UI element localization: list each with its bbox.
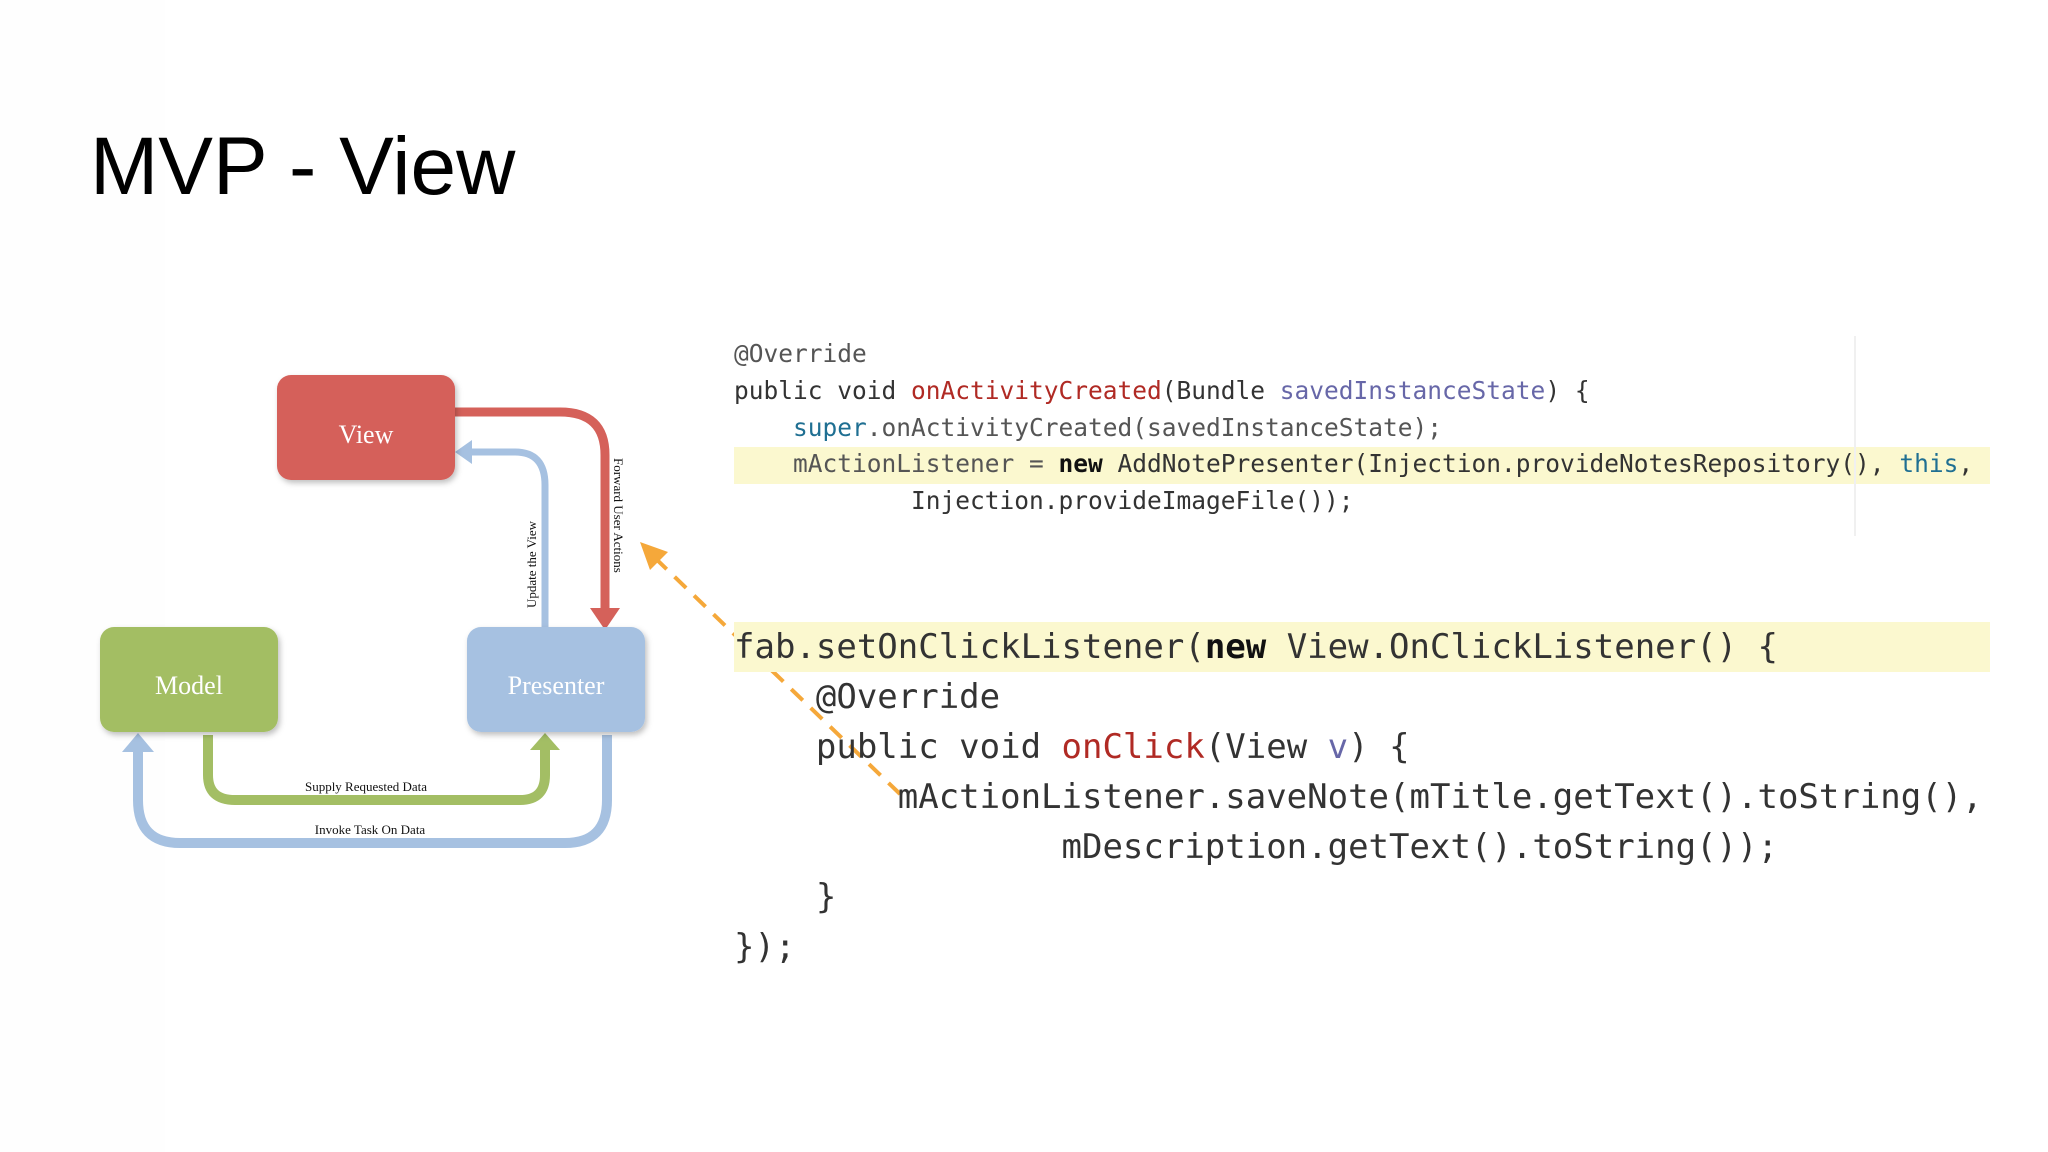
code-gutter-line bbox=[1854, 336, 1856, 536]
code-line: } bbox=[734, 877, 837, 917]
annotation-arrowhead bbox=[640, 542, 668, 570]
code-line: mDescription.getText().toString()); bbox=[734, 827, 1778, 867]
code-line: Injection.provideImageFile()); bbox=[734, 486, 1354, 516]
annotation-dashed-arrow bbox=[652, 555, 902, 796]
presenter-node bbox=[467, 627, 645, 732]
view-node-label: View bbox=[339, 420, 394, 449]
update-view-label: Update the View bbox=[524, 520, 539, 608]
code-line: mActionListener.saveNote(mTitle.getText(… bbox=[734, 777, 1983, 817]
code-highlight-1 bbox=[734, 447, 1990, 484]
supply-data-arrowhead bbox=[530, 733, 560, 750]
background-band bbox=[0, 0, 165, 1152]
code-line: mActionListener = new AddNotePresenter(I… bbox=[793, 449, 1974, 479]
code-line: }); bbox=[734, 927, 796, 967]
code-line: super.onActivityCreated(savedInstanceSta… bbox=[793, 412, 1443, 442]
code-line: @Override bbox=[734, 339, 867, 368]
supply-data-arrow bbox=[203, 735, 550, 805]
invoke-task-arrowhead bbox=[122, 733, 154, 752]
code-highlight-2 bbox=[734, 622, 1990, 672]
model-node bbox=[100, 627, 278, 732]
code-line: fab.setOnClickListener(new View.OnClickL… bbox=[734, 627, 1778, 667]
code-snippet-onclick: fab.setOnClickListener(new View.OnClickL… bbox=[734, 622, 1983, 972]
invoke-task-arrow bbox=[133, 735, 612, 848]
update-view-arrow bbox=[470, 448, 549, 630]
supply-data-label: Supply Requested Data bbox=[305, 779, 427, 794]
slide-title: MVP - View bbox=[90, 121, 516, 212]
presenter-node-label: Presenter bbox=[508, 671, 605, 700]
view-node bbox=[277, 375, 455, 480]
update-view-arrowhead bbox=[455, 440, 472, 464]
code-line: public void onClick(View v) { bbox=[734, 727, 1410, 767]
forward-actions-arrowhead bbox=[590, 608, 620, 630]
forward-actions-arrow bbox=[455, 407, 610, 612]
forward-actions-label: Forward User Actions bbox=[611, 458, 626, 573]
model-node-label: Model bbox=[155, 671, 223, 700]
code-snippet-activity: @Override public void onActivityCreated(B… bbox=[734, 336, 1973, 520]
code-line: public void onActivityCreated(Bundle sav… bbox=[734, 375, 1590, 405]
invoke-task-label: Invoke Task On Data bbox=[315, 822, 426, 837]
code-line: @Override bbox=[734, 677, 1001, 717]
